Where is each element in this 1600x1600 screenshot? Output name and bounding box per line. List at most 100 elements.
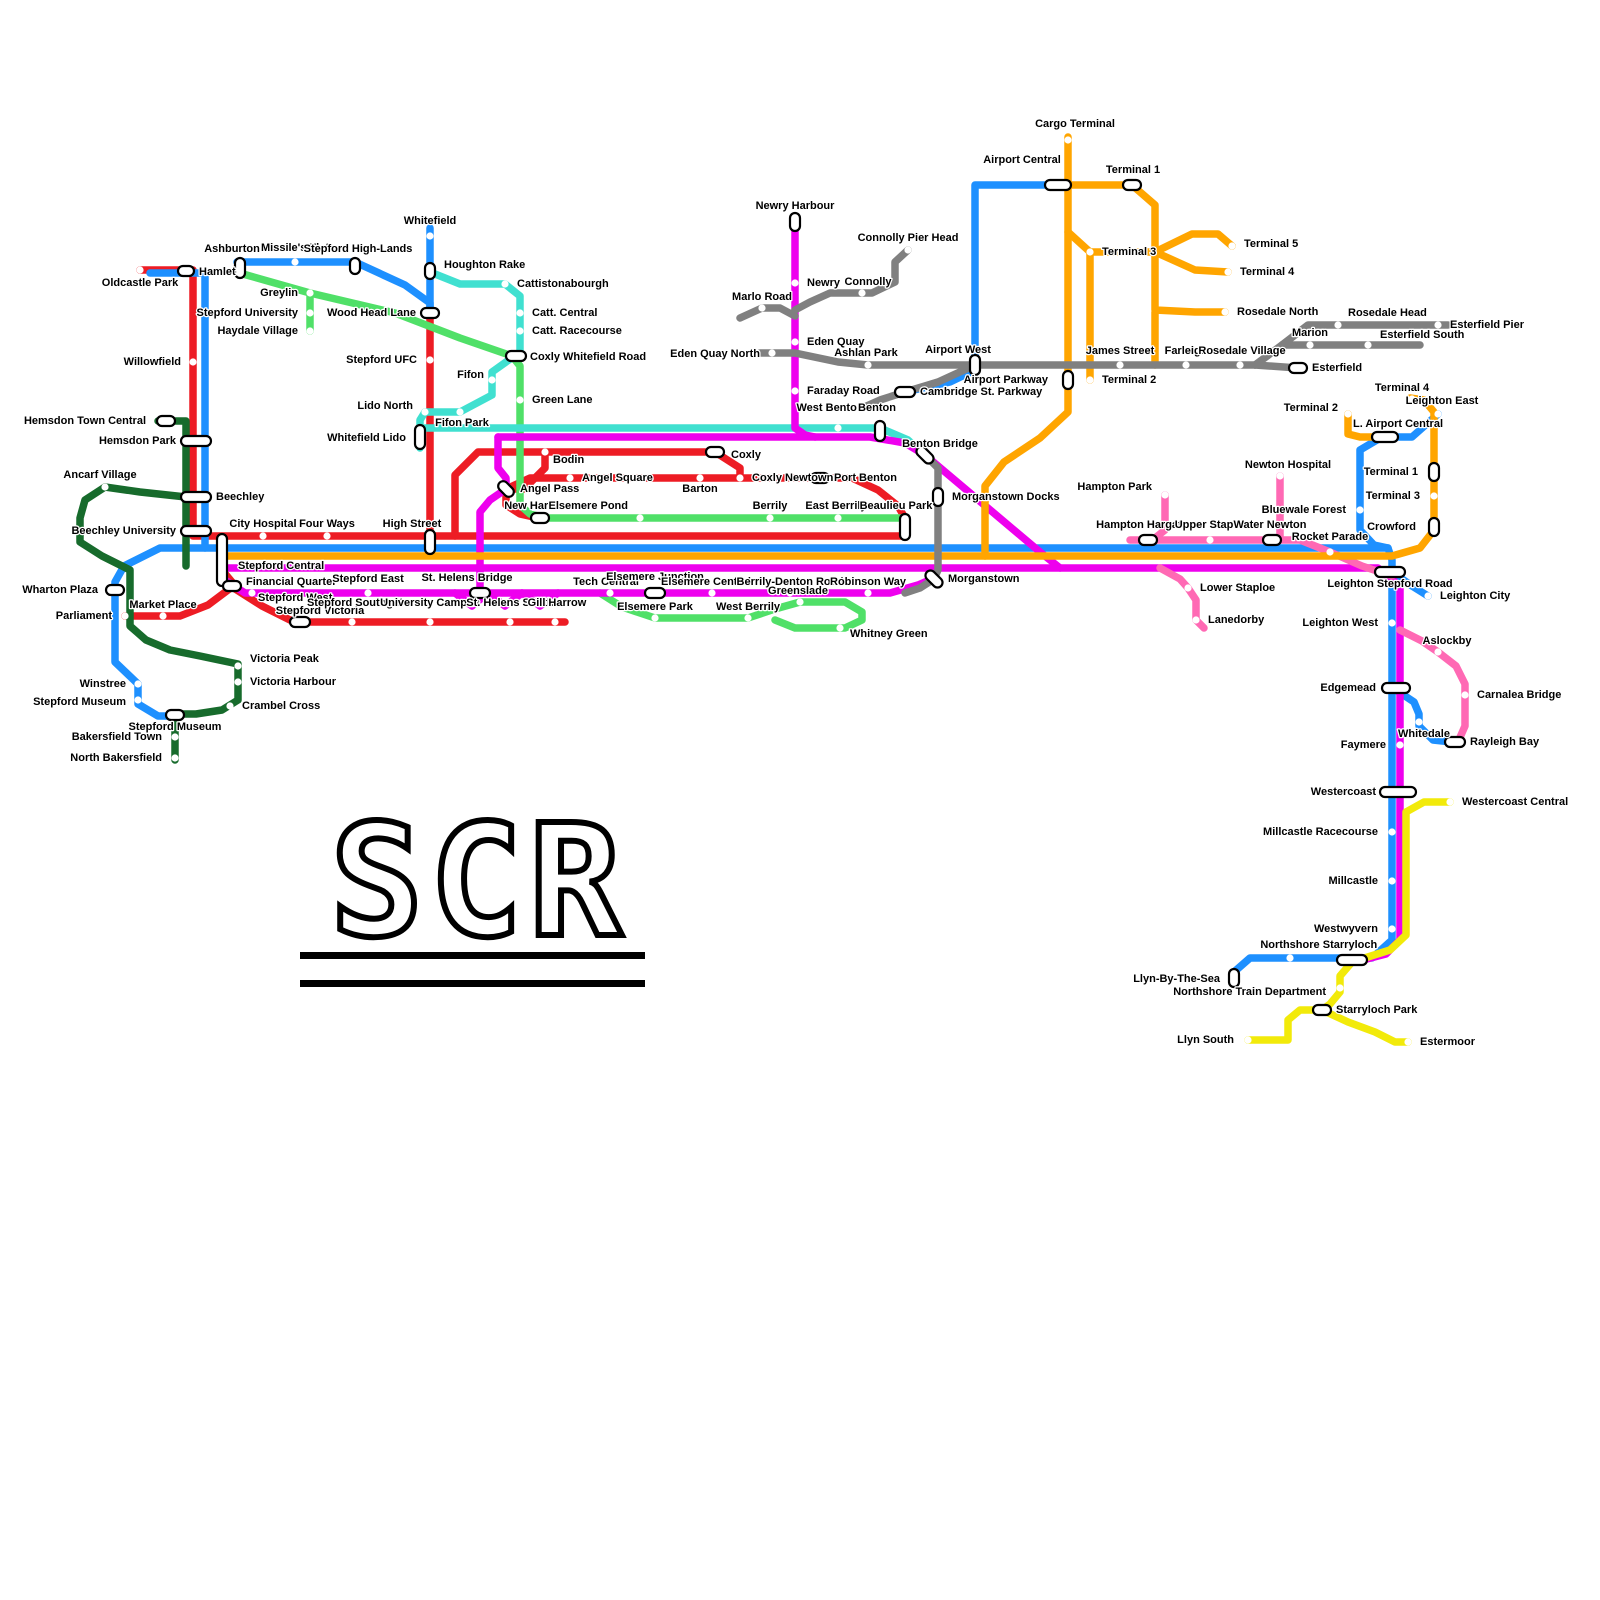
station-label-benton-bridge: Benton Bridge bbox=[902, 438, 978, 450]
station-marker-estermoor bbox=[1404, 1038, 1412, 1046]
station-label-westercoast: Westercoast bbox=[1311, 786, 1377, 798]
station-marker-stepford-central bbox=[215, 532, 229, 588]
station-marker-fifon bbox=[488, 376, 496, 384]
station-label-fifon-park: Fifon Park bbox=[435, 417, 490, 429]
station-label-stepford-southgate: Stepford Southgate bbox=[307, 597, 409, 609]
station-label-city-hospital: City Hospital bbox=[229, 518, 296, 530]
station-marker-newton-hospital bbox=[1276, 472, 1284, 480]
station-marker-water-newton bbox=[1261, 533, 1283, 547]
station-label-angel-square: Angel Square bbox=[582, 472, 653, 484]
station-marker-lanedorby bbox=[1192, 616, 1200, 624]
route-line-blue-airport bbox=[901, 181, 1066, 396]
station-marker-esterfield bbox=[1287, 361, 1309, 375]
station-marker-market-place bbox=[159, 612, 167, 620]
station-label-barton: Barton bbox=[682, 483, 718, 495]
station-label-aslockby: Aslockby bbox=[1423, 635, 1473, 647]
station-label-stepford-museum: Stepford Museum bbox=[129, 721, 222, 733]
route-line-blue-main bbox=[146, 269, 1396, 988]
route-line-orange-fan-t4 bbox=[1151, 248, 1232, 276]
station-label-stepford-high-lands: Stepford High-Lands bbox=[304, 243, 413, 255]
station-label-whitefield-lido: Whitefield Lido bbox=[327, 432, 406, 444]
station-marker-stepford-east bbox=[364, 589, 372, 597]
station-label-coxly: Coxly bbox=[731, 449, 762, 461]
station-label-upper-staploe: Upper Staploe bbox=[1175, 519, 1250, 531]
station-label-elsemere-central: Elsemere Central bbox=[661, 576, 751, 588]
station-marker-st-helens-south bbox=[506, 618, 514, 626]
station-marker-northshore-train-department bbox=[1336, 984, 1344, 992]
station-label-l-airport-central: L. Airport Central bbox=[1353, 418, 1443, 430]
station-label-rosedale-head: Rosedale Head bbox=[1348, 307, 1427, 319]
station-marker-terminal-1 bbox=[1427, 461, 1441, 483]
station-label-terminal-3: Terminal 3 bbox=[1102, 246, 1156, 258]
station-marker-stepford-victoria bbox=[288, 615, 312, 629]
station-label-elsemere-junction: Elsemere Junction bbox=[606, 571, 704, 583]
station-marker-port-benton bbox=[809, 471, 831, 485]
station-marker-west-benton bbox=[834, 424, 842, 432]
station-marker-elsemere-park bbox=[651, 614, 659, 622]
station-label-esterfield-south: Esterfield South bbox=[1380, 329, 1465, 341]
station-label-westercoast-central: Westercoast Central bbox=[1462, 796, 1568, 808]
station-marker-berrily-denton-road bbox=[786, 589, 794, 597]
station-label-stepford-central: Stepford Central bbox=[238, 560, 324, 572]
station-label-angel-pass: Angel Pass bbox=[520, 483, 579, 495]
route-line-yellow-westercoast bbox=[1244, 798, 1454, 1044]
station-label-catt-racecourse: Catt. Racecourse bbox=[532, 325, 622, 337]
station-marker-winstree bbox=[134, 680, 142, 688]
station-marker-east-berrily bbox=[834, 514, 842, 522]
route-line-yellow-estermoor bbox=[1318, 1006, 1412, 1046]
station-marker-ancarf-village bbox=[101, 483, 109, 491]
station-marker-hemsdon-town-central bbox=[155, 414, 177, 428]
station-marker-llyn-south bbox=[1244, 1036, 1252, 1044]
station-marker-hampton-hargate bbox=[1137, 533, 1159, 547]
station-marker-missile-s-flat bbox=[291, 258, 299, 266]
station-marker-cargo-terminal bbox=[1064, 136, 1072, 144]
station-label-eden-quay-north: Eden Quay North bbox=[670, 348, 760, 360]
station-label-connolly-pier-head: Connolly Pier Head bbox=[858, 232, 959, 244]
station-label-esterfield: Esterfield bbox=[1312, 362, 1362, 374]
station-marker-catt-racecourse bbox=[516, 327, 524, 335]
station-marker-benton bbox=[873, 419, 887, 443]
station-marker-four-ways bbox=[323, 532, 331, 540]
station-marker-terminal-2 bbox=[1086, 376, 1094, 384]
station-marker-westwyvern bbox=[1388, 925, 1396, 933]
station-label-terminal-2: Terminal 2 bbox=[1284, 402, 1338, 414]
station-label-hampton-hargate: Hampton Hargate bbox=[1096, 519, 1188, 531]
station-label-starryloch: Starryloch bbox=[1323, 939, 1378, 951]
station-marker-stepford-museum bbox=[134, 696, 142, 704]
station-marker-northshore bbox=[1286, 954, 1294, 962]
station-label-missile-s-flat: Missile's Flat bbox=[261, 242, 329, 254]
station-marker-cattistonabourgh bbox=[501, 280, 509, 288]
station-marker-city-hospital bbox=[259, 532, 267, 540]
station-label-rosedale-village: Rosedale Village bbox=[1198, 345, 1285, 357]
station-label-morganstown-docks: Morganstown Docks bbox=[952, 491, 1060, 503]
station-marker-elsemere-central bbox=[708, 589, 716, 597]
station-label-rayleigh-bay: Rayleigh Bay bbox=[1470, 736, 1540, 748]
station-marker-coxly bbox=[704, 445, 726, 459]
station-label-terminal-4: Terminal 4 bbox=[1240, 266, 1295, 278]
station-label-cattistonabourgh: Cattistonabourgh bbox=[517, 278, 609, 290]
station-label-terminal-5: Terminal 5 bbox=[1244, 238, 1298, 250]
station-marker-eden-quay-north bbox=[768, 349, 776, 357]
station-marker-marion bbox=[1306, 341, 1314, 349]
route-line-gray-connolly bbox=[791, 246, 912, 314]
station-label-morganstown: Morganstown bbox=[948, 573, 1020, 585]
station-label-leighton-west: Leighton West bbox=[1302, 617, 1378, 629]
station-marker-tech-central bbox=[606, 589, 614, 597]
route-line-green-victoria-loop bbox=[76, 483, 242, 764]
station-label-greylin: Greylin bbox=[260, 287, 298, 299]
station-marker-terminal-2 bbox=[1344, 410, 1352, 418]
station-marker-esterfield-pier bbox=[1434, 321, 1442, 329]
station-marker-stepford-west bbox=[248, 589, 256, 597]
station-marker-rosedale-head bbox=[1334, 321, 1342, 329]
station-label-benton: Benton bbox=[858, 402, 896, 414]
station-marker-crambel-cross bbox=[226, 702, 234, 710]
station-marker-terminal-3 bbox=[1086, 248, 1094, 256]
station-marker-oldcastle-park bbox=[136, 266, 144, 274]
station-label-port-benton: Port Benton bbox=[834, 472, 897, 484]
route-line-blue-winstree bbox=[111, 544, 209, 720]
station-marker-terminal-5 bbox=[1228, 242, 1236, 250]
station-marker-starryloch-park bbox=[1311, 1003, 1333, 1017]
station-marker-angel-square bbox=[566, 474, 574, 482]
station-marker-rayleigh-bay bbox=[1443, 735, 1467, 749]
station-marker-victoria-harbour bbox=[234, 678, 242, 686]
